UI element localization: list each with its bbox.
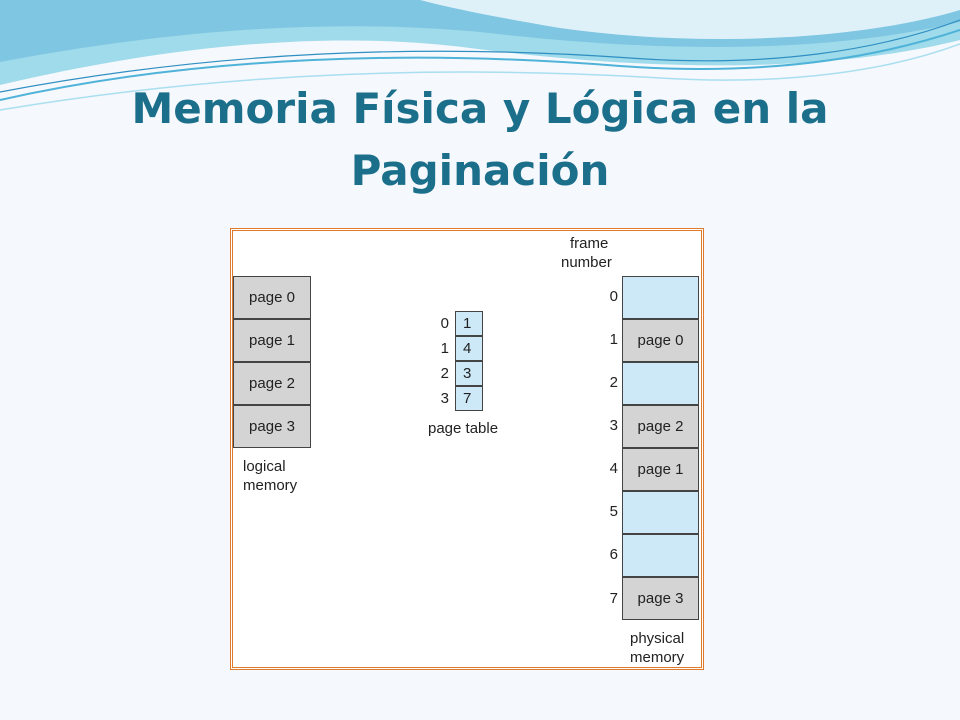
frame-number: 6 xyxy=(609,546,618,563)
frame-number: 5 xyxy=(609,503,618,520)
physical-frame-2 xyxy=(622,362,699,405)
page-table-index: 1 xyxy=(440,340,449,357)
physical-memory-label: physical memory xyxy=(630,630,685,666)
page-table-label: page table xyxy=(428,420,499,437)
physical-frame-3: page 2 xyxy=(622,405,699,448)
page-table-entry: 1 xyxy=(455,311,483,336)
page-table-entry: 7 xyxy=(455,386,483,411)
page-table-index: 2 xyxy=(440,365,449,382)
physical-frame-7: page 3 xyxy=(622,577,699,620)
physical-frame-6 xyxy=(622,534,699,577)
page-table-index: 3 xyxy=(440,390,449,407)
physical-frame-0 xyxy=(622,276,699,319)
decorative-wave-banner xyxy=(0,0,960,111)
frame-number: 1 xyxy=(609,331,618,348)
physical-frame-5 xyxy=(622,491,699,534)
frame-number: 3 xyxy=(609,417,618,434)
logical-memory-label: logical memory xyxy=(243,458,298,494)
page-title: Memoria Física y Lógica en la Paginación xyxy=(80,78,880,202)
logical-page-2: page 2 xyxy=(233,362,311,405)
physical-frame-4: page 1 xyxy=(622,448,699,491)
page-table-index: 0 xyxy=(440,315,449,332)
physical-frame-1: page 0 xyxy=(622,319,699,362)
logical-page-0: page 0 xyxy=(233,276,311,319)
frame-number-header: frame number xyxy=(561,235,612,271)
frame-number: 2 xyxy=(609,374,618,391)
page-title-line-1: Memoria Física y Lógica en la xyxy=(131,84,829,133)
logical-page-1: page 1 xyxy=(233,319,311,362)
page-title-line-2: Paginación xyxy=(350,146,610,195)
frame-number: 7 xyxy=(609,590,618,607)
page-table-entry: 3 xyxy=(455,361,483,386)
page-table-entry: 4 xyxy=(455,336,483,361)
frame-number: 4 xyxy=(609,460,618,477)
frame-number: 0 xyxy=(609,288,618,305)
logical-page-3: page 3 xyxy=(233,405,311,448)
